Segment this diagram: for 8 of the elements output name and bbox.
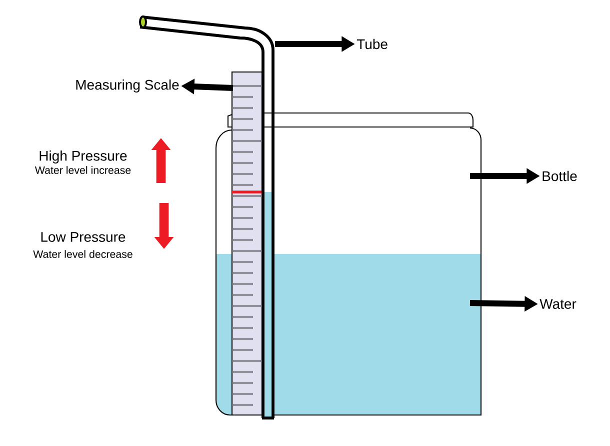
part-label: Measuring Scale (76, 79, 179, 93)
part-label: Bottle (542, 170, 577, 182)
label: Low Pressure (41, 232, 126, 242)
part-label: Tube (356, 38, 388, 50)
part-label: Water (540, 299, 576, 309)
label: Water level decrease (33, 250, 132, 258)
label: High Pressure (40, 150, 127, 164)
label: Water level increase (34, 166, 131, 174)
